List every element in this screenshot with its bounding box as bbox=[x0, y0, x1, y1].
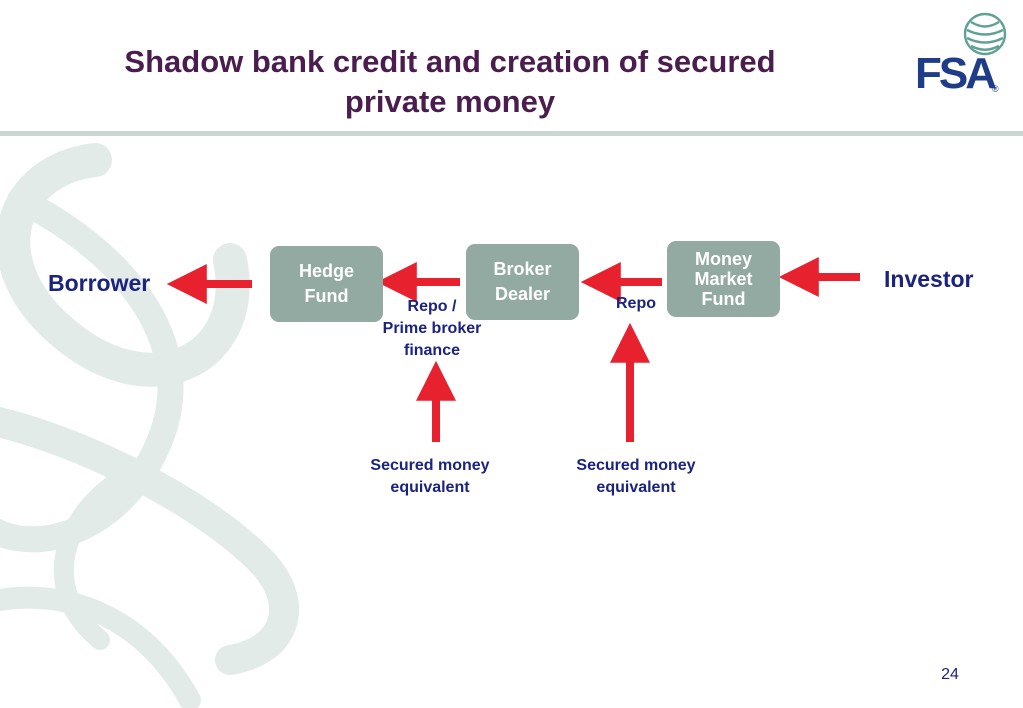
page-number: 24 bbox=[941, 666, 959, 683]
repo-prime-line3: finance bbox=[403, 342, 460, 359]
repo-prime-line2: Prime broker bbox=[382, 320, 482, 337]
hedge-fund-line1: Hedge bbox=[298, 261, 354, 281]
secured-1-line1: Secured money bbox=[370, 457, 490, 474]
fsa-logo-text: FSA bbox=[915, 49, 997, 98]
money-market-fund-node: Money Market Fund bbox=[667, 241, 780, 317]
secured-money-label-1: Secured money equivalent bbox=[350, 455, 510, 499]
mmf-line3: Fund bbox=[701, 289, 746, 309]
secured-2-line1: Secured money bbox=[576, 457, 696, 474]
repo-prime-line1: Repo / bbox=[407, 298, 457, 315]
secured-1-line2: equivalent bbox=[390, 479, 470, 496]
repo-label: Repo bbox=[616, 295, 656, 312]
repo-prime-broker-label: Repo / Prime broker finance bbox=[362, 296, 502, 362]
hedge-fund-line2: Fund bbox=[304, 286, 349, 306]
fsa-emblem-icon bbox=[963, 12, 1007, 56]
page-title: Shadow bank credit and creation of secur… bbox=[124, 44, 776, 119]
investor-label: Investor bbox=[884, 266, 974, 292]
secured-2-line2: equivalent bbox=[596, 479, 676, 496]
borrower-label: Borrower bbox=[48, 270, 151, 296]
watermark-swirl-icon bbox=[0, 143, 299, 708]
registered-mark: ® bbox=[992, 84, 999, 94]
fsa-logo: FSA ® bbox=[915, 8, 1015, 100]
broker-dealer-line2: Dealer bbox=[494, 284, 551, 304]
broker-dealer-line1: Broker bbox=[493, 259, 552, 279]
secured-money-label-2: Secured money equivalent bbox=[556, 455, 716, 499]
broker-dealer-node: Broker Dealer bbox=[466, 244, 579, 320]
hedge-fund-node: Hedge Fund bbox=[270, 246, 383, 322]
mmf-line1: Money bbox=[694, 249, 752, 269]
header-divider bbox=[0, 131, 1023, 136]
mmf-line2: Market bbox=[694, 269, 753, 289]
